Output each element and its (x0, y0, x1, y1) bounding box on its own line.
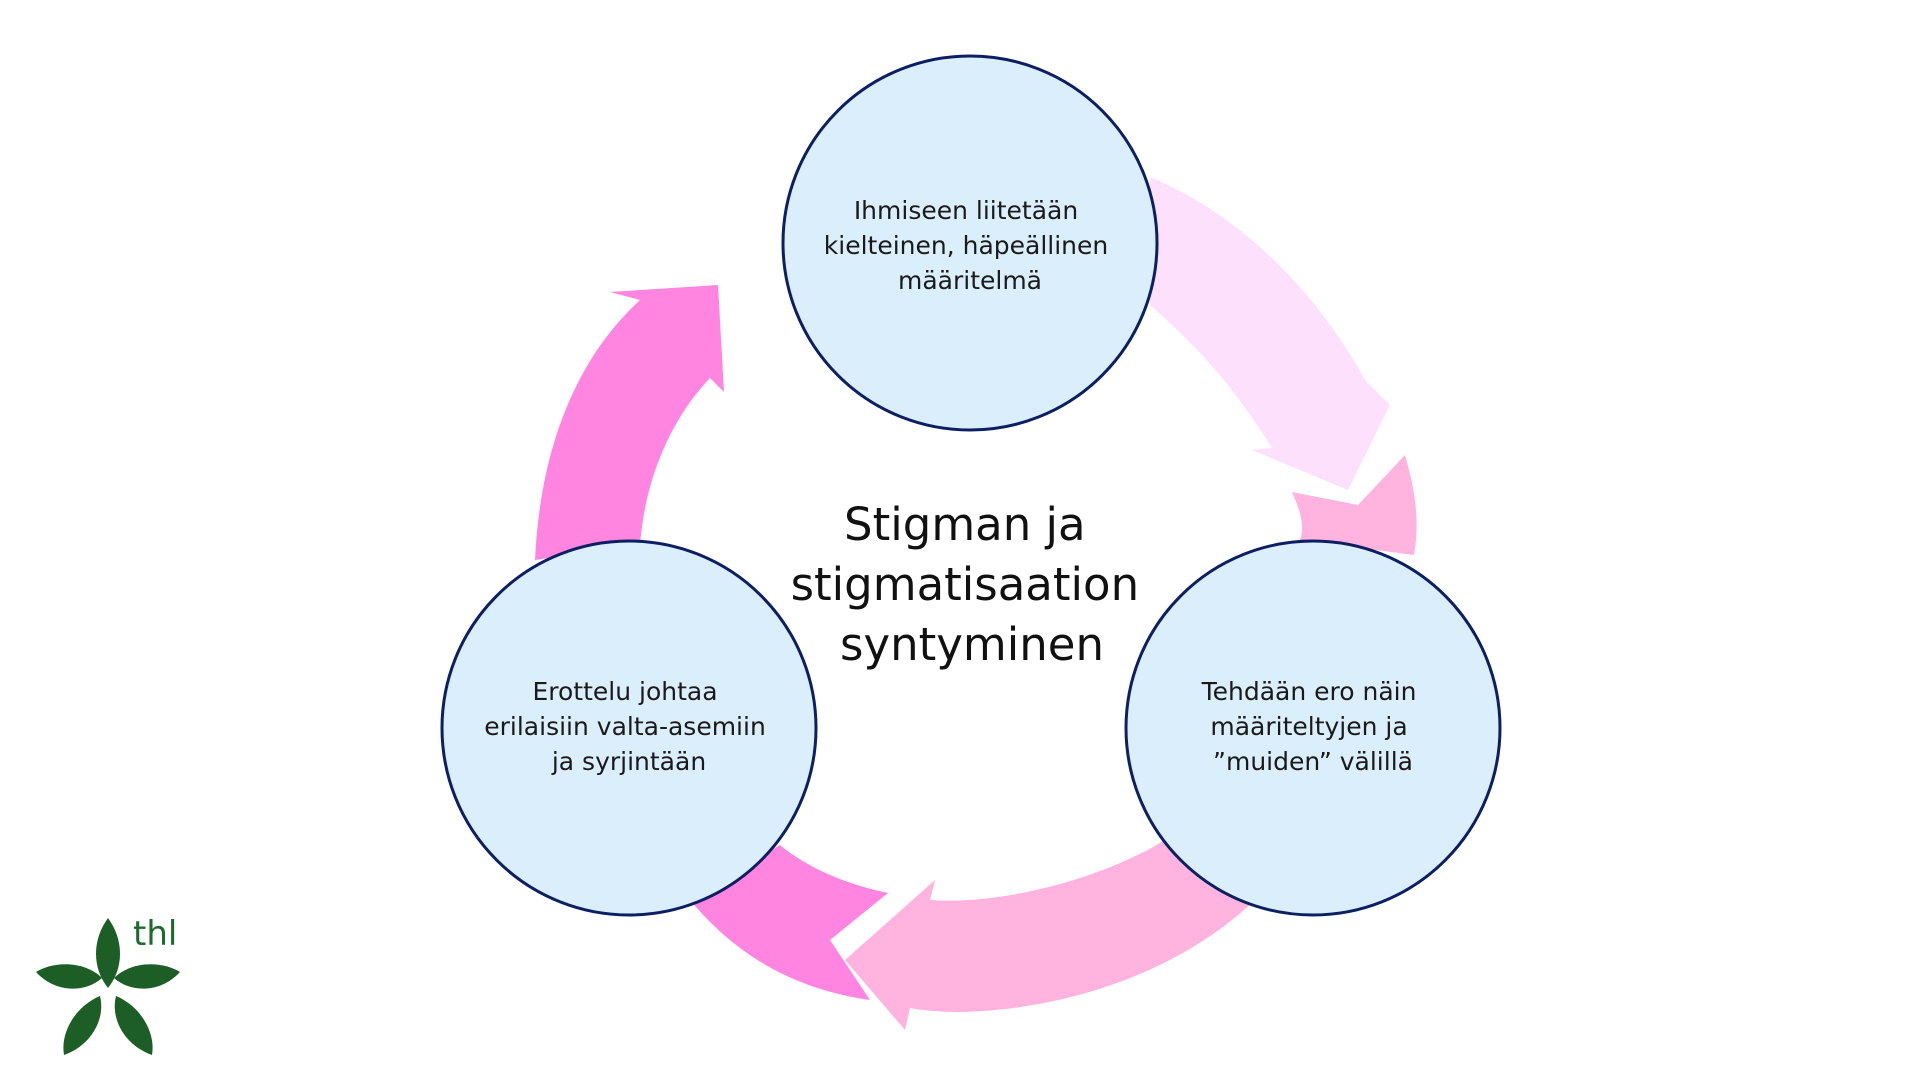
node-top-text: Ihmiseen liitetään kielteinen, häpeällin… (824, 196, 1116, 295)
center-title-line-2: stigmatisaation (791, 558, 1140, 611)
node-left-text: Erottelu johtaa erilaisiin valta-asemiin… (484, 677, 774, 776)
node-right-line-2: määriteltyjen ja (1210, 712, 1407, 741)
center-title-line-1: Stigman ja (844, 498, 1086, 551)
node-left-line-3: ja syrjintään (551, 747, 706, 776)
thl-logo-text: thl (133, 914, 177, 954)
center-title: Stigman ja stigmatisaation syntyminen (791, 498, 1154, 671)
node-right-circle (1124, 539, 1502, 917)
node-left-line-2: erilaisiin valta-asemiin (484, 712, 766, 741)
arrow-left-to-top (535, 285, 724, 560)
node-left-line-1: Erottelu johtaa (532, 677, 717, 706)
thl-logo: thl (36, 914, 180, 1055)
arrow-left-to-top-bottom (690, 845, 888, 1000)
arrow-right-to-left (1292, 455, 1417, 555)
arrow-top-to-right (1150, 177, 1390, 490)
node-right-line-1: Tehdään ero näin (1201, 677, 1417, 706)
node-top-line-2: kielteinen, häpeällinen (824, 231, 1109, 260)
thl-leaf-icon (36, 918, 180, 1055)
node-top-line-1: Ihmiseen liitetään (854, 196, 1078, 225)
node-left-circle (440, 539, 818, 917)
node-right-text: Tehdään ero näin määriteltyjen ja ”muide… (1201, 677, 1425, 776)
arrow-right-to-left-bottom (845, 840, 1260, 1030)
node-top-circle (781, 54, 1159, 432)
node-top-line-3: määritelmä (898, 266, 1042, 295)
center-title-line-3: syntyminen (840, 618, 1104, 671)
node-right-line-3: ”muiden” välillä (1213, 747, 1413, 776)
